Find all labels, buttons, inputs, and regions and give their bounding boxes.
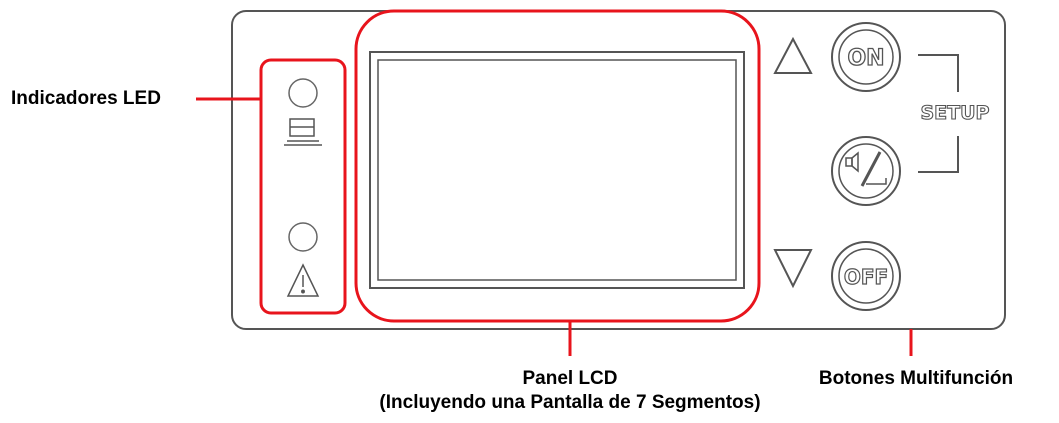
lcd-panel-label: Panel LCD (522, 368, 618, 389)
warning-icon (286, 263, 320, 297)
off-button[interactable]: OFF (831, 241, 901, 311)
led-indicators-label: Indicadores LED (11, 88, 161, 109)
triangle-down-icon (773, 249, 813, 289)
mute-test-icon (845, 151, 887, 187)
on-button-label: ON (847, 46, 884, 71)
led-indicator-top (288, 78, 318, 108)
lcd-window-inner (377, 59, 737, 281)
setup-bracket (918, 54, 959, 173)
triangle-up-icon (773, 36, 813, 74)
computer-icon (284, 118, 322, 146)
setup-label: SETUP (921, 102, 990, 124)
lcd-panel-sublabel: (Incluyendo una Pantalla de 7 Segmentos) (379, 392, 761, 413)
off-button-label: OFF (844, 265, 888, 289)
led-indicator-bottom (288, 222, 318, 252)
mute-test-button[interactable] (831, 136, 901, 206)
multifunction-buttons-label: Botones Multifunción (818, 368, 1014, 389)
lcd-callout-box (354, 9, 761, 323)
on-button[interactable]: ON (831, 22, 901, 92)
led-callout-box (259, 58, 347, 315)
